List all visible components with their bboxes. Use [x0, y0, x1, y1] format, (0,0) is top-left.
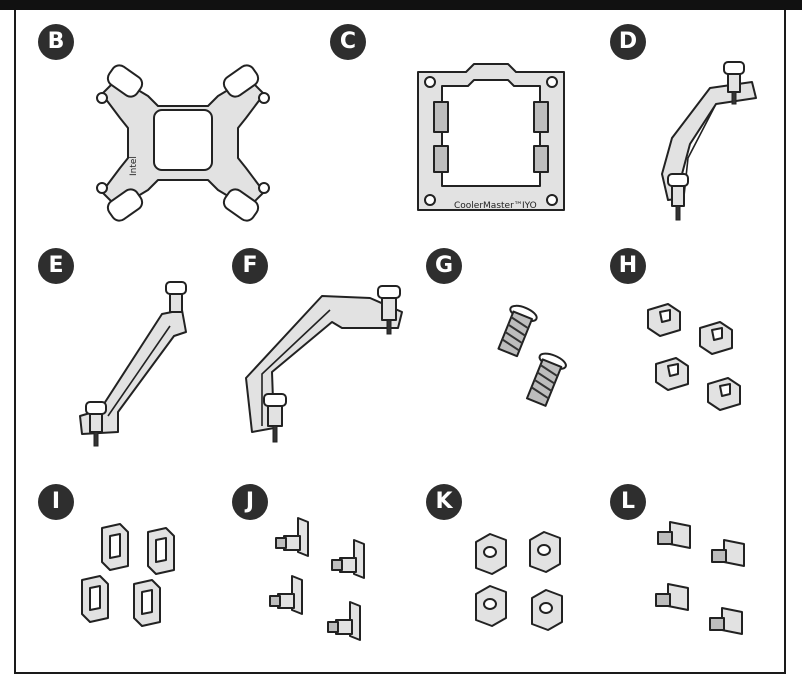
badge-g: G [426, 248, 462, 284]
spacer-clip-set-icon [78, 516, 198, 644]
frame-marks-text: IYO [522, 201, 537, 211]
clip-set-icon [640, 300, 760, 432]
badge-k: K [426, 484, 462, 520]
badge-c: C [330, 24, 366, 60]
badge-h: H [610, 248, 646, 284]
bent-mounting-bracket-icon [242, 282, 412, 452]
parts-frame [14, 10, 786, 674]
curved-mounting-bracket-icon [640, 58, 770, 228]
straight-mounting-bracket-icon [70, 276, 200, 456]
backplate-mark: Intel [129, 156, 139, 176]
badge-i: I [38, 484, 74, 520]
badge-l: L [610, 484, 646, 520]
t-screw-set-icon [268, 514, 388, 650]
backplate-icon: Intel [88, 58, 278, 228]
hex-standoff-set-icon [466, 526, 586, 642]
thumb-screw-set-icon [648, 516, 778, 652]
badge-b: B [38, 24, 74, 60]
frame-brand-text: CoolerMaster™ [454, 201, 523, 211]
badge-f: F [232, 248, 268, 284]
intel-backplate-frame-icon: CoolerMaster™ IYO [408, 62, 574, 220]
badge-j: J [232, 484, 268, 520]
top-bar [0, 0, 802, 10]
badge-d: D [610, 24, 646, 60]
screw-pair-icon [488, 304, 578, 416]
badge-e: E [38, 248, 74, 284]
